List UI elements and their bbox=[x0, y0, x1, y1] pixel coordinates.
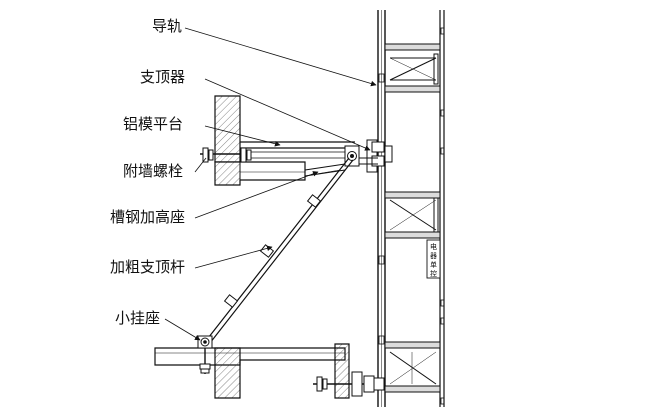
rail-clips bbox=[378, 27, 445, 405]
label-top-support: 支顶器 bbox=[140, 68, 185, 86]
wall-bolt-upper bbox=[200, 147, 252, 163]
label-channel-seat: 槽钢加高座 bbox=[110, 208, 185, 226]
frame-panel-top bbox=[384, 43, 441, 93]
leader-thick-strut bbox=[194, 245, 273, 269]
leader-small-hanger bbox=[164, 318, 201, 341]
labels: 导轨 支顶器 铝模平台 附墙螺栓 槽钢加高座 加粗支顶杆 小挂座 bbox=[110, 17, 185, 327]
label-thick-strut: 加粗支顶杆 bbox=[110, 258, 185, 276]
leader-lines bbox=[164, 27, 377, 341]
label-aluminum-platform: 铝模平台 bbox=[123, 115, 183, 133]
leader-top-support bbox=[204, 78, 371, 151]
leader-channel-seat bbox=[194, 171, 319, 219]
label-wall-bolt: 附墙螺栓 bbox=[123, 162, 183, 180]
leader-aluminum-platform bbox=[204, 125, 281, 147]
top-support-assembly bbox=[344, 139, 393, 173]
frame-panel-middle bbox=[384, 191, 441, 239]
tag-char-3: 单 bbox=[430, 260, 437, 269]
small-hanger-seat bbox=[197, 335, 213, 374]
upper-concrete-wall bbox=[214, 95, 306, 186]
tag-char-4: 控 bbox=[430, 269, 437, 278]
label-guide-rail: 导轨 bbox=[152, 17, 182, 35]
tag-char-1: 电 bbox=[430, 242, 437, 251]
thickened-strut bbox=[204, 157, 354, 344]
wall-bolt-lower bbox=[313, 371, 385, 397]
electric-control-tag: 电 器 单 控 bbox=[426, 239, 441, 279]
aluminum-platform-beam bbox=[240, 141, 355, 159]
leader-wall-bolt bbox=[194, 157, 207, 173]
label-small-hanger: 小挂座 bbox=[115, 309, 160, 327]
tag-char-2: 器 bbox=[430, 252, 437, 260]
frame-panel-bottom bbox=[384, 341, 441, 393]
leader-guide-rail bbox=[184, 27, 377, 87]
lower-concrete-wall bbox=[154, 343, 350, 399]
